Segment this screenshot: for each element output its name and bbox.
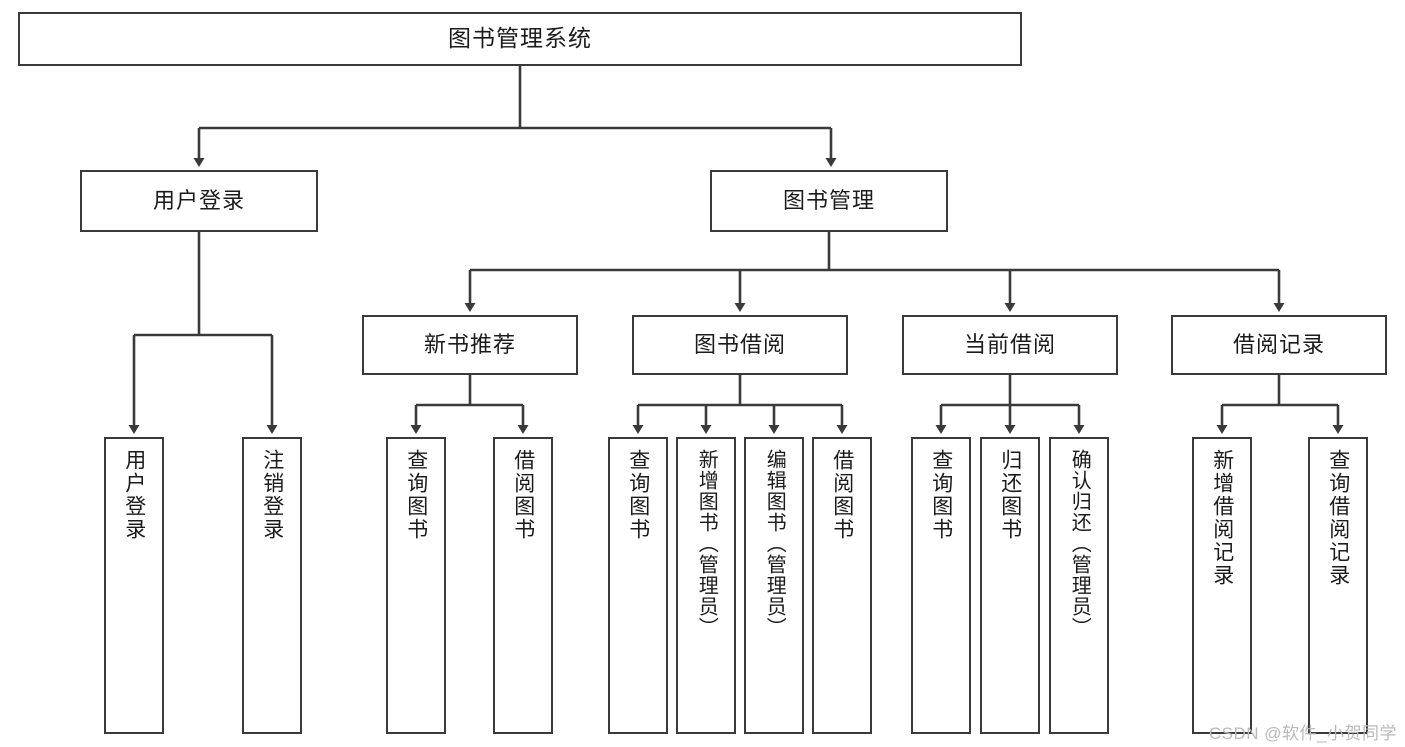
leaf-user-logout[interactable]: 注销登录 <box>242 437 302 734</box>
node-label: 借阅图书 <box>830 449 854 541</box>
leaf-borrow-edit-book-admin[interactable]: 编辑图书（管理员） <box>744 437 804 734</box>
leaf-newbook-query-book[interactable]: 查询图书 <box>386 437 446 734</box>
node-current-borrow[interactable]: 当前借阅 <box>902 315 1118 375</box>
leaf-record-query-record[interactable]: 查询借阅记录 <box>1308 437 1368 734</box>
node-label: 借阅记录 <box>1232 331 1325 357</box>
node-label: 归还图书 <box>998 449 1022 541</box>
node-label: 新书推荐 <box>423 331 516 357</box>
node-new-book-recommend[interactable]: 新书推荐 <box>362 315 578 375</box>
leaf-borrow-borrow-book[interactable]: 借阅图书 <box>812 437 872 734</box>
node-label: 查询图书 <box>626 449 650 541</box>
node-label: 用户登录 <box>122 449 146 541</box>
csdn-watermark: CSDN @软件_小贺同学 <box>1208 724 1397 743</box>
node-label: 用户登录 <box>152 187 245 213</box>
node-label: 图书管理系统 <box>448 25 592 52</box>
leaf-user-login[interactable]: 用户登录 <box>104 437 164 734</box>
node-label: 查询图书 <box>929 449 953 541</box>
node-label: 注销登录 <box>260 449 284 541</box>
node-label: 新增图书（管理员） <box>695 449 718 638</box>
leaf-current-confirm-return-admin[interactable]: 确认归还（管理员） <box>1049 437 1109 734</box>
node-label: 编辑图书（管理员） <box>763 449 786 638</box>
leaf-borrow-add-book-admin[interactable]: 新增图书（管理员） <box>676 437 736 734</box>
node-label: 查询图书 <box>404 449 428 541</box>
leaf-current-query-book[interactable]: 查询图书 <box>911 437 971 734</box>
leaf-current-return-book[interactable]: 归还图书 <box>980 437 1040 734</box>
node-book-management[interactable]: 图书管理 <box>710 170 948 232</box>
leaf-newbook-borrow-book[interactable]: 借阅图书 <box>493 437 553 734</box>
node-label: 图书借阅 <box>693 331 786 357</box>
node-book-borrow[interactable]: 图书借阅 <box>632 315 848 375</box>
leaf-record-add-record[interactable]: 新增借阅记录 <box>1192 437 1252 734</box>
node-label: 确认归还（管理员） <box>1068 449 1091 638</box>
node-label: 借阅图书 <box>511 449 535 541</box>
node-label: 查询借阅记录 <box>1326 449 1350 587</box>
node-label: 当前借阅 <box>963 331 1056 357</box>
node-user-login[interactable]: 用户登录 <box>80 170 318 232</box>
node-borrow-record[interactable]: 借阅记录 <box>1171 315 1387 375</box>
node-label: 图书管理 <box>782 187 875 213</box>
node-root-system[interactable]: 图书管理系统 <box>18 12 1022 66</box>
leaf-borrow-query-book[interactable]: 查询图书 <box>608 437 668 734</box>
node-label: 新增借阅记录 <box>1210 449 1234 587</box>
